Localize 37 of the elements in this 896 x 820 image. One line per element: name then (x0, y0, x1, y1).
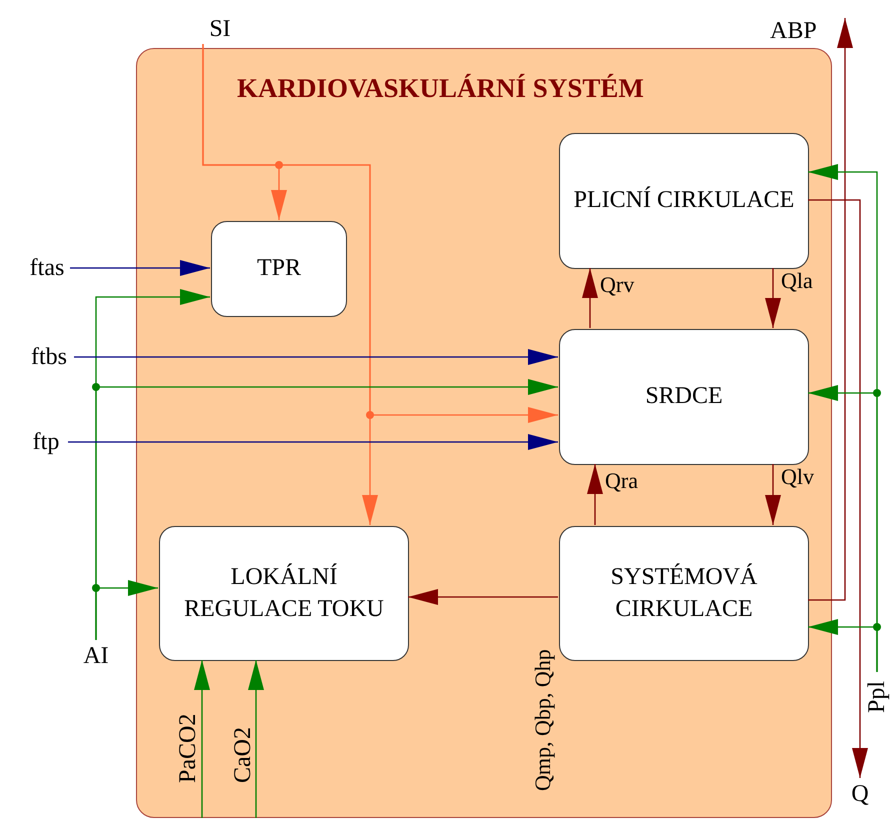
arrow (248, 660, 264, 819)
arrow (808, 619, 878, 672)
signal-label: CaO2 (229, 709, 257, 801)
process-box: LOKÁLNÍ REGULACE TOKU (159, 526, 409, 661)
process-box: SRDCE (559, 329, 809, 465)
arrow (582, 268, 598, 328)
arrow (765, 464, 781, 525)
arrow (194, 660, 210, 819)
signal-label: ABP (770, 16, 845, 46)
signal-label: AI (76, 640, 116, 672)
process-box: SYSTÉMOVÁ CIRKULACE (559, 526, 809, 661)
edge-label: Qrv (600, 274, 634, 296)
arrow (408, 589, 558, 605)
signal-label: PaCO2 (173, 696, 203, 801)
arrow (765, 268, 781, 328)
arrow (808, 199, 868, 778)
process-box: PLICNÍ CIRKULACE (559, 133, 809, 269)
signal-label: Q (845, 778, 875, 810)
system-panel (136, 48, 832, 818)
signal-label: Ppl (862, 672, 892, 722)
arrow (95, 580, 158, 640)
edge-label: Qlv (781, 466, 814, 488)
signal-label: ftbs (24, 342, 74, 372)
arrow (587, 464, 603, 525)
panel-title: KARDIOVASKULÁRNÍ SYSTÉM (237, 75, 644, 102)
process-box: TPR (211, 221, 347, 317)
arrow (74, 349, 558, 365)
arrow (202, 44, 558, 423)
edge-label: Qra (605, 470, 638, 492)
signal-label: ftas (24, 253, 70, 283)
edge-label: Qla (781, 270, 813, 292)
arrow (70, 260, 210, 276)
signal-label: SI (198, 14, 242, 44)
arrow (808, 18, 853, 601)
signal-label: ftp (24, 427, 68, 457)
flow-label: Qmp, Qbp, Qhp (529, 648, 556, 793)
arrow (68, 434, 558, 450)
